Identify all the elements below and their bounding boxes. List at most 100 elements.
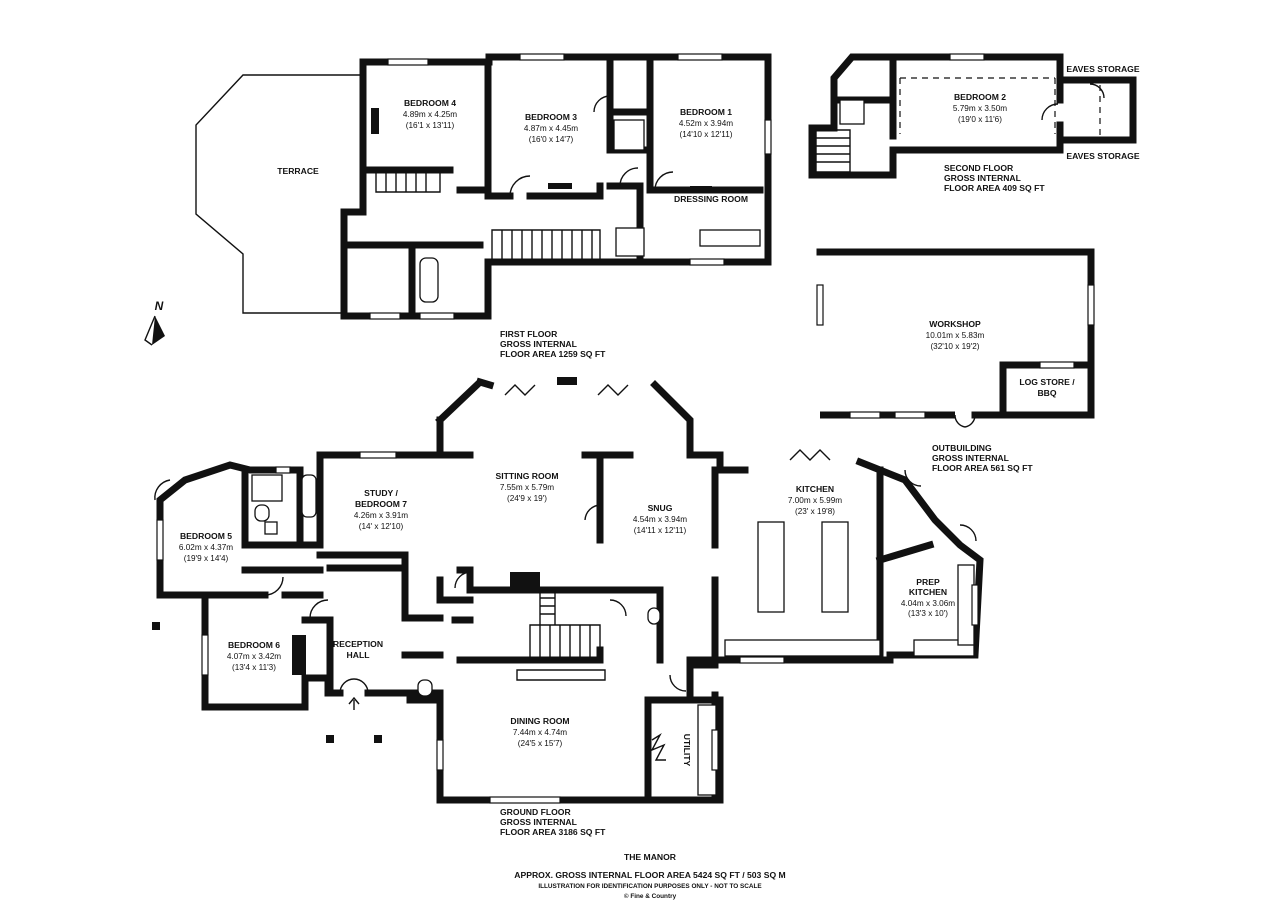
window [1087,284,1095,326]
second-floor-plan: EAVES STORAGE EAVES STORAGE BEDROOM 2 5.… [808,53,1140,193]
fireplace [510,572,540,588]
kitchen-island [821,521,849,613]
bedroom6-name: BEDROOM 6 [228,640,280,650]
bedroom2-name: BEDROOM 2 [954,92,1006,102]
bedroom4-metric: 4.89m x 4.25m [403,110,457,119]
utility-cupboard-icon [650,733,666,761]
ground-floor-area-line3: FLOOR AREA 3186 SQ FT [500,827,606,837]
ground-floor-area-line1: GROUND FLOOR [500,807,571,817]
copyright: © Fine & Country [624,892,677,900]
basin-fixture [264,521,278,535]
window [489,796,561,804]
pillar [326,735,334,743]
window [369,312,401,320]
kitchen-worktop [724,639,881,657]
log-store-line2: BBQ [1037,388,1056,398]
dining-room-name: DINING ROOM [510,716,569,726]
study-line2: BEDROOM 7 [355,499,407,509]
bedroom5-metric: 6.02m x 4.37m [179,543,233,552]
outbuilding-area-line3: FLOOR AREA 561 SQ FT [932,463,1033,473]
bedroom2-imperial: (19'0 x 11'6) [958,115,1002,124]
window [711,729,719,771]
window [359,451,397,459]
reception-hall-line2: HALL [347,650,370,660]
bedroom3-imperial: (16'0 x 14'7) [529,135,574,144]
wc-fixture [417,679,433,697]
window [156,519,164,561]
prep-kitchen-imperial: (13'3 x 10') [908,609,948,618]
window [894,411,926,419]
eaves-storage-bottom-label: EAVES STORAGE [1066,151,1139,161]
sitting-room-imperial: (24'9 x 19') [507,494,547,503]
bedroom4-name: BEDROOM 4 [404,98,456,108]
study-imperial: (14' x 12'10) [359,522,404,531]
outbuilding-area-line1: OUTBUILDING [932,443,992,453]
door-swing [1089,83,1105,99]
bifold-door [597,384,629,396]
door-swing [154,479,171,501]
terrace-label: TERRACE [277,166,319,176]
window [419,312,455,320]
door-swing [959,524,977,542]
first-floor-stairs [375,171,601,261]
second-floor-interior-walls [830,53,1064,144]
sitting-room-name: SITTING ROOM [495,471,558,481]
pillar [374,735,382,743]
fireplace [557,377,577,385]
ground-floor-plan: SITTING ROOM 7.55m x 5.79m (24'9 x 19') … [152,377,984,837]
door-swing [454,571,472,589]
workshop-imperial: (32'10 x 19'2) [930,342,979,351]
north-compass: N [144,299,165,346]
bedroom1-name: BEDROOM 1 [680,107,732,117]
total-floor-area: APPROX. GROSS INTERNAL FLOOR AREA 5424 S… [514,870,785,880]
bedroom2-metric: 5.79m x 3.50m [953,104,1007,113]
vanity-fixture [699,229,761,247]
door-swing [509,175,531,197]
window [519,53,565,61]
kitchen-island [757,521,785,613]
door-swing [619,167,639,187]
window [387,58,429,66]
window [1039,361,1075,369]
second-floor-outer-wall [808,53,1137,179]
fireplace [958,147,976,153]
log-store-line1: LOG STORE / [1019,377,1075,387]
door-swing [264,576,284,596]
bedroom1-metric: 4.52m x 3.94m [679,119,733,128]
window [689,258,725,266]
ground-floor-area-line2: GROSS INTERNAL [500,817,577,827]
bath-fixture [301,474,317,518]
disclaimer: ILLUSTRATION FOR IDENTIFICATION PURPOSES… [538,883,762,890]
window [971,584,979,626]
door-swing [309,599,329,619]
first-floor-area-line1: FIRST FLOOR [500,329,558,339]
utility-label: UTILITY [682,734,692,767]
prep-kitchen-metric: 4.04m x 3.06m [901,599,955,608]
shower-fixture [839,99,865,125]
property-name: THE MANOR [624,852,677,862]
prep-kitchen-line1: PREP [916,577,940,587]
window [275,466,291,474]
reception-hall-line1: RECEPTION [333,639,383,649]
bedroom5-imperial: (19'9 x 14'4) [184,554,229,563]
wc-fixture [647,607,661,625]
second-floor-area-line2: GROSS INTERNAL [944,173,1021,183]
bedroom4-imperial: (16'1 x 13'11) [406,121,455,130]
fireplace [690,186,712,192]
window [816,284,824,326]
dining-room-imperial: (24'5 x 15'7) [518,739,563,748]
window [739,656,785,664]
dressing-room-label: DRESSING ROOM [674,194,748,204]
door-swing [904,469,922,487]
door-swing [654,171,674,191]
fireplace [548,183,572,189]
door-swing [593,95,611,113]
entrance-door-swing [339,678,369,694]
second-floor-eaves-dashes [899,77,1101,136]
compass-label: N [155,299,164,313]
second-floor-area-line3: FLOOR AREA 409 SQ FT [944,183,1045,193]
snug-imperial: (14'11 x 12'11) [634,526,687,535]
shower-fixture [615,227,645,257]
window [677,53,723,61]
